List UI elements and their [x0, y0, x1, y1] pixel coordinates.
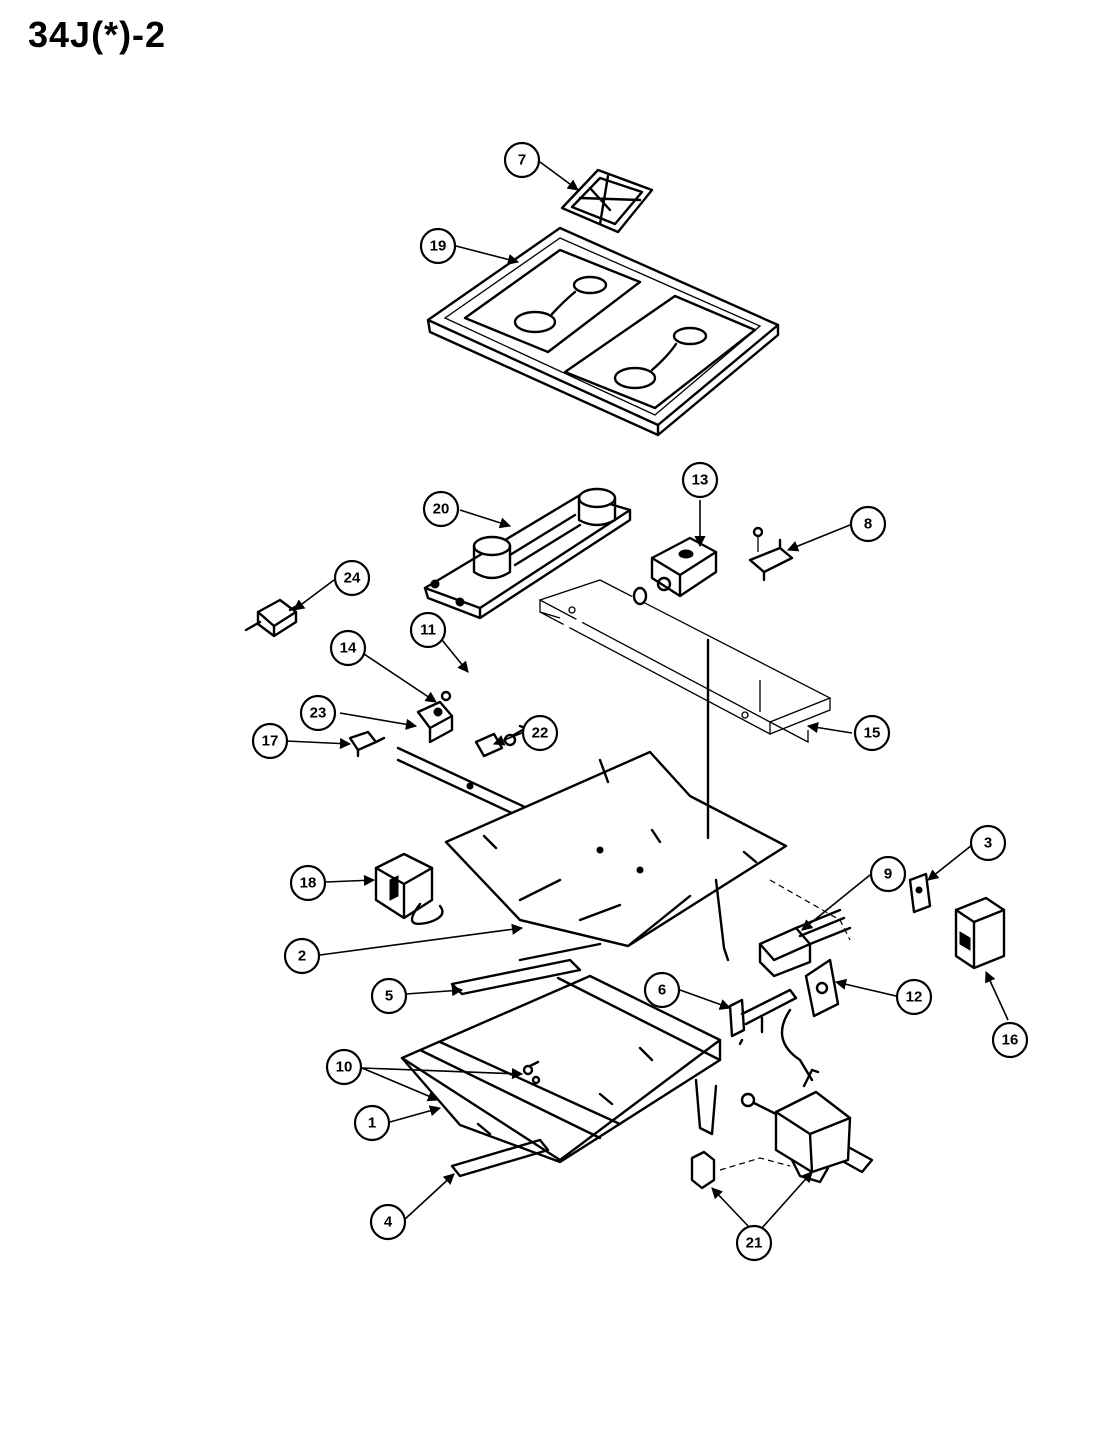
svg-text:10: 10: [336, 1059, 353, 1076]
callout-20: 20: [422, 490, 460, 528]
callout-16: 16: [991, 1021, 1029, 1059]
svg-text:8: 8: [864, 516, 872, 533]
callout-1: 1: [353, 1104, 391, 1142]
cooktop: [426, 226, 780, 437]
transformer: [954, 896, 1006, 970]
svg-text:4: 4: [384, 1214, 393, 1231]
screws-10: [522, 1060, 541, 1085]
top-burner: [423, 487, 632, 620]
svg-text:5: 5: [385, 988, 393, 1005]
callout-6: 6: [643, 971, 681, 1009]
svg-text:21: 21: [746, 1235, 763, 1252]
burner-head: [650, 536, 718, 598]
svg-text:20: 20: [433, 501, 450, 518]
oven-valve-assembly: [690, 1068, 874, 1190]
spark-wire-harness: [714, 878, 852, 978]
burner-grate: [560, 168, 654, 234]
svg-text:6: 6: [658, 982, 666, 999]
callout-23: 23: [299, 694, 337, 732]
callout-2: 2: [283, 937, 321, 975]
manifold-bracket: [538, 579, 832, 744]
page-title: 34J(*)-2: [28, 14, 167, 55]
burner-box: [396, 638, 788, 948]
svg-text:2: 2: [298, 948, 306, 965]
callout-22: 22: [521, 714, 559, 752]
svg-text:14: 14: [340, 640, 357, 657]
callout-3: 3: [969, 824, 1007, 862]
svg-text:23: 23: [310, 705, 327, 722]
callout-11: 11: [409, 611, 447, 649]
svg-text:1: 1: [368, 1115, 376, 1132]
svg-text:18: 18: [300, 875, 317, 892]
callout-15: 15: [853, 714, 891, 752]
oven-bottom-cover: [400, 974, 722, 1164]
callout-10: 10: [325, 1048, 363, 1086]
svg-text:16: 16: [1002, 1032, 1019, 1049]
svg-text:22: 22: [532, 725, 549, 742]
rail-4: [450, 1138, 550, 1178]
callout-12: 12: [895, 978, 933, 1016]
callout-19: 19: [419, 227, 457, 265]
svg-text:13: 13: [692, 472, 709, 489]
relay: [374, 852, 444, 926]
plate-12: [804, 958, 840, 1018]
leader-lines: [285, 161, 1009, 1229]
svg-text:19: 19: [430, 238, 447, 255]
valve-assembly: [416, 690, 454, 744]
bracket-3: [908, 872, 932, 914]
clip-17: [348, 730, 386, 758]
callout-21: 21: [735, 1224, 773, 1262]
manifold-pipe: [386, 586, 648, 762]
svg-text:9: 9: [884, 866, 892, 883]
callout-17: 17: [251, 722, 289, 760]
callout-14: 14: [329, 629, 367, 667]
bracket-8: [748, 526, 794, 582]
svg-text:15: 15: [864, 725, 881, 742]
callout-18: 18: [289, 864, 327, 902]
callout-24: 24: [333, 559, 371, 597]
callout-8: 8: [849, 505, 887, 543]
callout-7: 7: [503, 141, 541, 179]
svg-text:12: 12: [906, 989, 923, 1006]
callout-5: 5: [370, 977, 408, 1015]
svg-text:17: 17: [262, 733, 279, 750]
svg-text:7: 7: [518, 152, 526, 169]
svg-text:24: 24: [344, 570, 361, 587]
callout-9: 9: [869, 855, 907, 893]
svg-text:3: 3: [984, 835, 992, 852]
igniter-switch: [244, 598, 302, 638]
callout-13: 13: [681, 461, 719, 499]
ignitor-6: [728, 988, 814, 1082]
svg-text:11: 11: [420, 622, 436, 639]
callout-4: 4: [369, 1203, 407, 1241]
